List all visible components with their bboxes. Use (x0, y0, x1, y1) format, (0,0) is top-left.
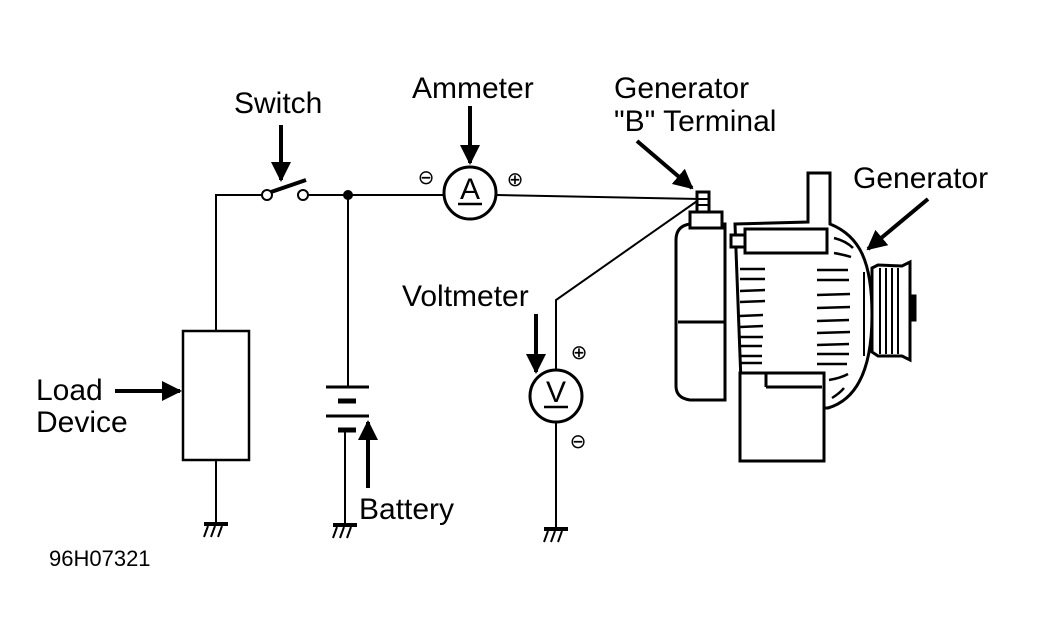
battery-label: Battery (359, 493, 454, 526)
switch-symbol (261, 178, 309, 201)
voltmeter: V (528, 368, 584, 424)
load-device-label-line1: Load (36, 374, 103, 407)
load-device-label-line2: Device (36, 406, 128, 439)
ground-symbol-battery (332, 523, 357, 539)
generator-cooling-fins (739, 236, 854, 400)
battery-symbol (326, 385, 369, 433)
voltmeter-circle (528, 368, 584, 424)
ground-symbol-load (203, 522, 228, 538)
junction-dot (343, 190, 353, 200)
ammeter-label: Ammeter (412, 72, 534, 105)
wire-voltmeter-positive-lead (555, 198, 701, 371)
b-terminal-label-line2: "B" Terminal (614, 105, 776, 138)
generator-label: Generator (853, 162, 988, 195)
b-terminal-arrow (635, 139, 694, 190)
ground-symbol-voltmeter (543, 527, 568, 543)
b-terminal-label-line1: Generator (614, 72, 749, 105)
generator-body (674, 171, 917, 463)
ammeter-positive-sign: ⊕ (507, 167, 524, 191)
ammeter-symbol: A (460, 173, 480, 206)
voltmeter-symbol: V (546, 376, 566, 409)
load-device-box (181, 329, 251, 462)
wire-ammeter-to-b-terminal (496, 194, 701, 200)
wiring (215, 194, 701, 528)
ammeter-negative-sign: ⊖ (418, 165, 435, 189)
switch-label: Switch (234, 87, 322, 120)
ammeter-circle (442, 165, 498, 221)
voltmeter-positive-sign: ⊕ (571, 340, 588, 364)
ammeter: A (442, 165, 498, 221)
generator-arrow (866, 197, 930, 251)
voltmeter-negative-sign: ⊖ (570, 429, 587, 453)
wire-load-to-switch (215, 194, 262, 331)
figure-id: 96H07321 (49, 546, 151, 571)
voltmeter-label: Voltmeter (402, 280, 529, 313)
